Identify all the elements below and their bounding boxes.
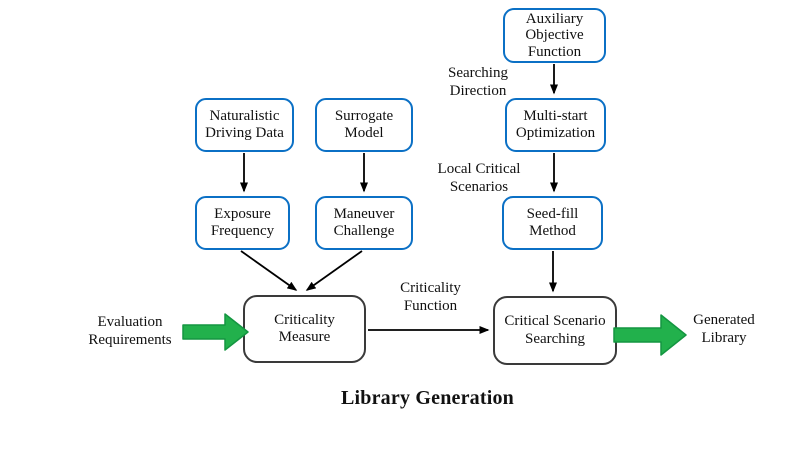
label-text-line: Scenarios (449, 179, 509, 195)
label-evaluation-requirements: Evaluation Requirements (74, 313, 186, 349)
box-text-line: Maneuver (333, 205, 395, 222)
green-arrow-generated-library-output (613, 314, 687, 356)
box-text-line: Seed-fill (526, 205, 579, 222)
box-criticality-measure: Criticality Measure (243, 295, 366, 363)
box-text-line: Critical Scenario (504, 313, 606, 329)
box-text-line: Multi-start (523, 107, 588, 124)
label-generated-library: Generated Library (683, 311, 765, 347)
green-arrow-evaluation-input (182, 313, 249, 351)
box-auxiliary-objective-function: Auxiliary Objective Function (503, 8, 606, 63)
label-text-line: Searching (448, 65, 508, 81)
label-text-line: Evaluation (97, 314, 163, 330)
arrow-exposure-to-criticality-measure (240, 250, 298, 291)
label-text-line: Criticality (400, 280, 461, 296)
label-text-line: Generated (693, 312, 755, 328)
box-text-line: Frequency (210, 223, 275, 239)
arrow-maneuver-to-criticality-measure (305, 250, 363, 291)
box-text-line: Naturalistic (209, 107, 280, 124)
label-searching-direction: Searching Direction (428, 64, 528, 100)
box-text-line: Exposure (214, 205, 271, 222)
box-text-line: Measure (278, 329, 331, 345)
box-naturalistic-driving-data: Naturalistic Driving Data (195, 98, 294, 152)
label-text-line: Direction (449, 83, 507, 99)
box-text-line: Surrogate (334, 107, 394, 124)
box-text-line: Criticality (274, 311, 335, 328)
box-text-line: Auxiliary (525, 10, 584, 27)
box-text-line: Optimization (515, 125, 596, 141)
box-maneuver-challenge: Maneuver Challenge (315, 196, 413, 250)
box-text-line: Objective (525, 27, 584, 44)
box-text-line: Challenge (333, 223, 395, 239)
label-text-line: Function (403, 298, 458, 314)
box-text-line: Model (344, 125, 384, 141)
box-critical-scenario-searching: Critical Scenario Searching (493, 296, 617, 365)
box-multi-start-optimization: Multi-start Optimization (505, 98, 606, 152)
label-text-line: Library (701, 330, 747, 346)
box-seed-fill-method: Seed-fill Method (502, 196, 603, 250)
diagram-title: Library Generation (340, 387, 515, 409)
label-criticality-function: Criticality Function (383, 279, 478, 315)
box-surrogate-model: Surrogate Model (315, 98, 413, 152)
label-local-critical-scenarios: Local Critical Scenarios (420, 160, 538, 196)
label-text-line: Local Critical (437, 161, 521, 177)
box-text-line: Driving Data (205, 125, 284, 141)
box-text-line: Method (529, 223, 576, 239)
box-text-line: Searching (525, 330, 585, 347)
box-text-line: Function (527, 43, 582, 60)
label-text-line: Requirements (88, 332, 172, 348)
box-exposure-frequency: Exposure Frequency (195, 196, 290, 250)
